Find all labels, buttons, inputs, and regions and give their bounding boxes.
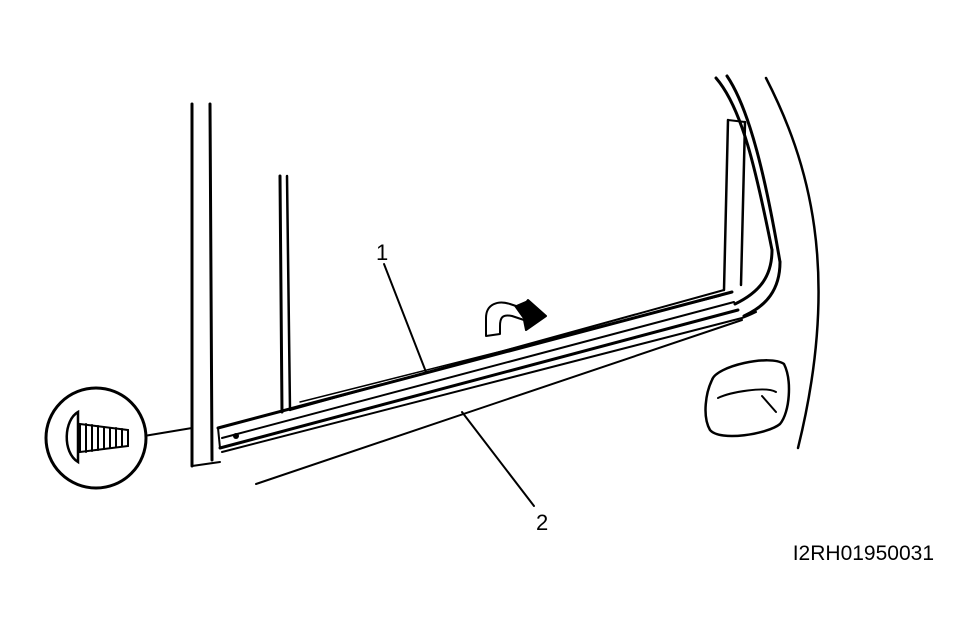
push-clip-detail-icon — [44, 386, 148, 490]
door-rear-edge — [764, 76, 820, 450]
leader-line-1 — [383, 263, 427, 373]
front-pillar — [190, 102, 221, 468]
door-handle — [704, 359, 791, 438]
door-panel-character-line — [255, 319, 743, 485]
callout-label-1: 1 — [376, 240, 388, 265]
molding-clip-hole — [233, 433, 239, 439]
clip-detail-leader — [143, 427, 193, 437]
figure-id: I2RH01950031 — [793, 542, 934, 565]
belt-molding — [216, 289, 740, 450]
rear-window-frame — [714, 74, 782, 318]
glass-run-channel — [278, 174, 292, 414]
callout-label-2: 2 — [536, 510, 548, 535]
door-panel-upper-line — [221, 311, 757, 453]
leader-line-2 — [461, 411, 535, 507]
curved-arrow-icon — [485, 299, 547, 337]
